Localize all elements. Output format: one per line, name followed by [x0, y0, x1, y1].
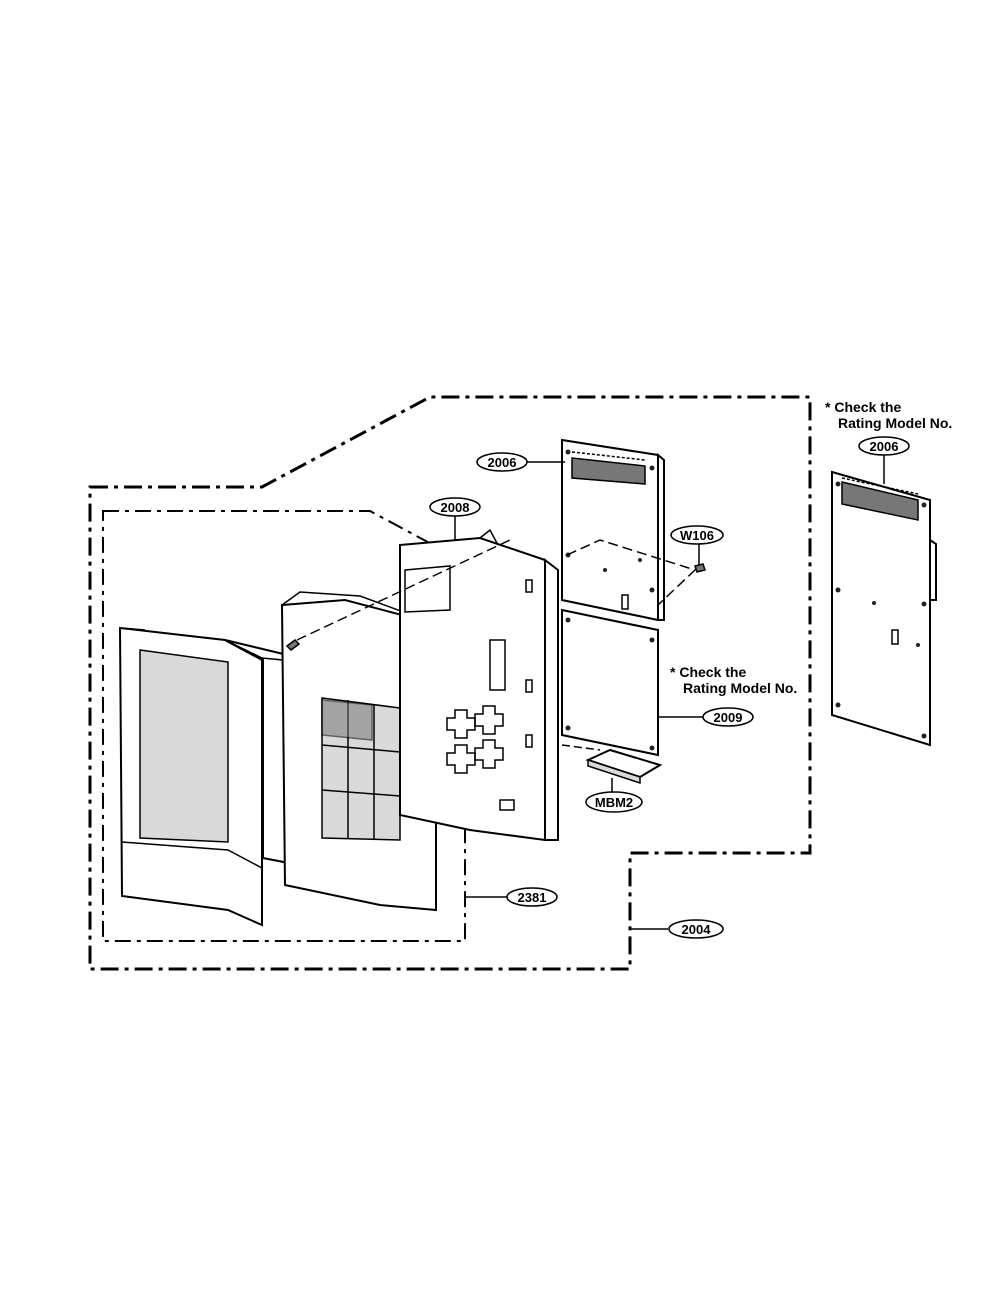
screw-w106	[694, 563, 706, 573]
main-pcb	[561, 438, 697, 622]
callout-2006-alt-label: 2006	[870, 439, 899, 454]
note-mid-line1: * Check the	[670, 664, 746, 680]
assembly-2004-boundary	[88, 395, 812, 971]
callout-2006-main: 2006	[476, 452, 528, 472]
note-right-line1: * Check the	[825, 399, 901, 415]
note-mid-line2: Rating Model No.	[683, 680, 797, 696]
callout-w106: W106	[670, 525, 724, 545]
callout-2004-label: 2004	[682, 922, 712, 937]
assembly-2381-boundary	[102, 510, 466, 942]
mbm2-module	[585, 748, 663, 785]
callout-2009: 2009	[702, 707, 754, 727]
control-panel-body	[280, 591, 437, 912]
door-frame	[118, 626, 263, 927]
callout-2009-label: 2009	[714, 710, 743, 725]
callout-2008-label: 2008	[441, 500, 470, 515]
note-right-line2: Rating Model No.	[838, 415, 952, 431]
callout-mbm2: MBM2	[585, 791, 643, 813]
callout-2006-main-label: 2006	[488, 455, 517, 470]
control-box	[399, 528, 559, 842]
alt-pcb	[831, 470, 937, 747]
callout-2008: 2008	[429, 497, 481, 517]
callout-2004: 2004	[668, 919, 724, 939]
callout-2381-label: 2381	[518, 890, 547, 905]
callout-mbm2-label: MBM2	[595, 795, 633, 810]
callout-w106-label: W106	[680, 528, 714, 543]
secondary-pcb	[561, 608, 659, 757]
screw-assembly	[285, 539, 511, 651]
leader-lines	[454, 454, 885, 930]
callout-2381: 2381	[506, 887, 558, 907]
callout-2006-alt: 2006	[858, 436, 910, 456]
